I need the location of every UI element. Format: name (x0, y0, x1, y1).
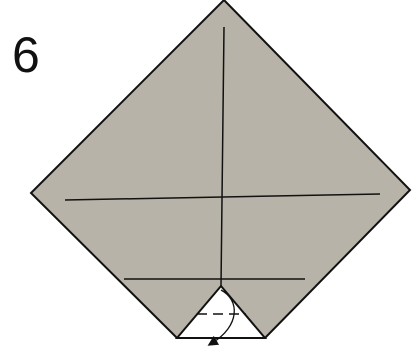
origami-step-diagram: 6 (0, 0, 418, 355)
origami-diagram (0, 0, 418, 355)
